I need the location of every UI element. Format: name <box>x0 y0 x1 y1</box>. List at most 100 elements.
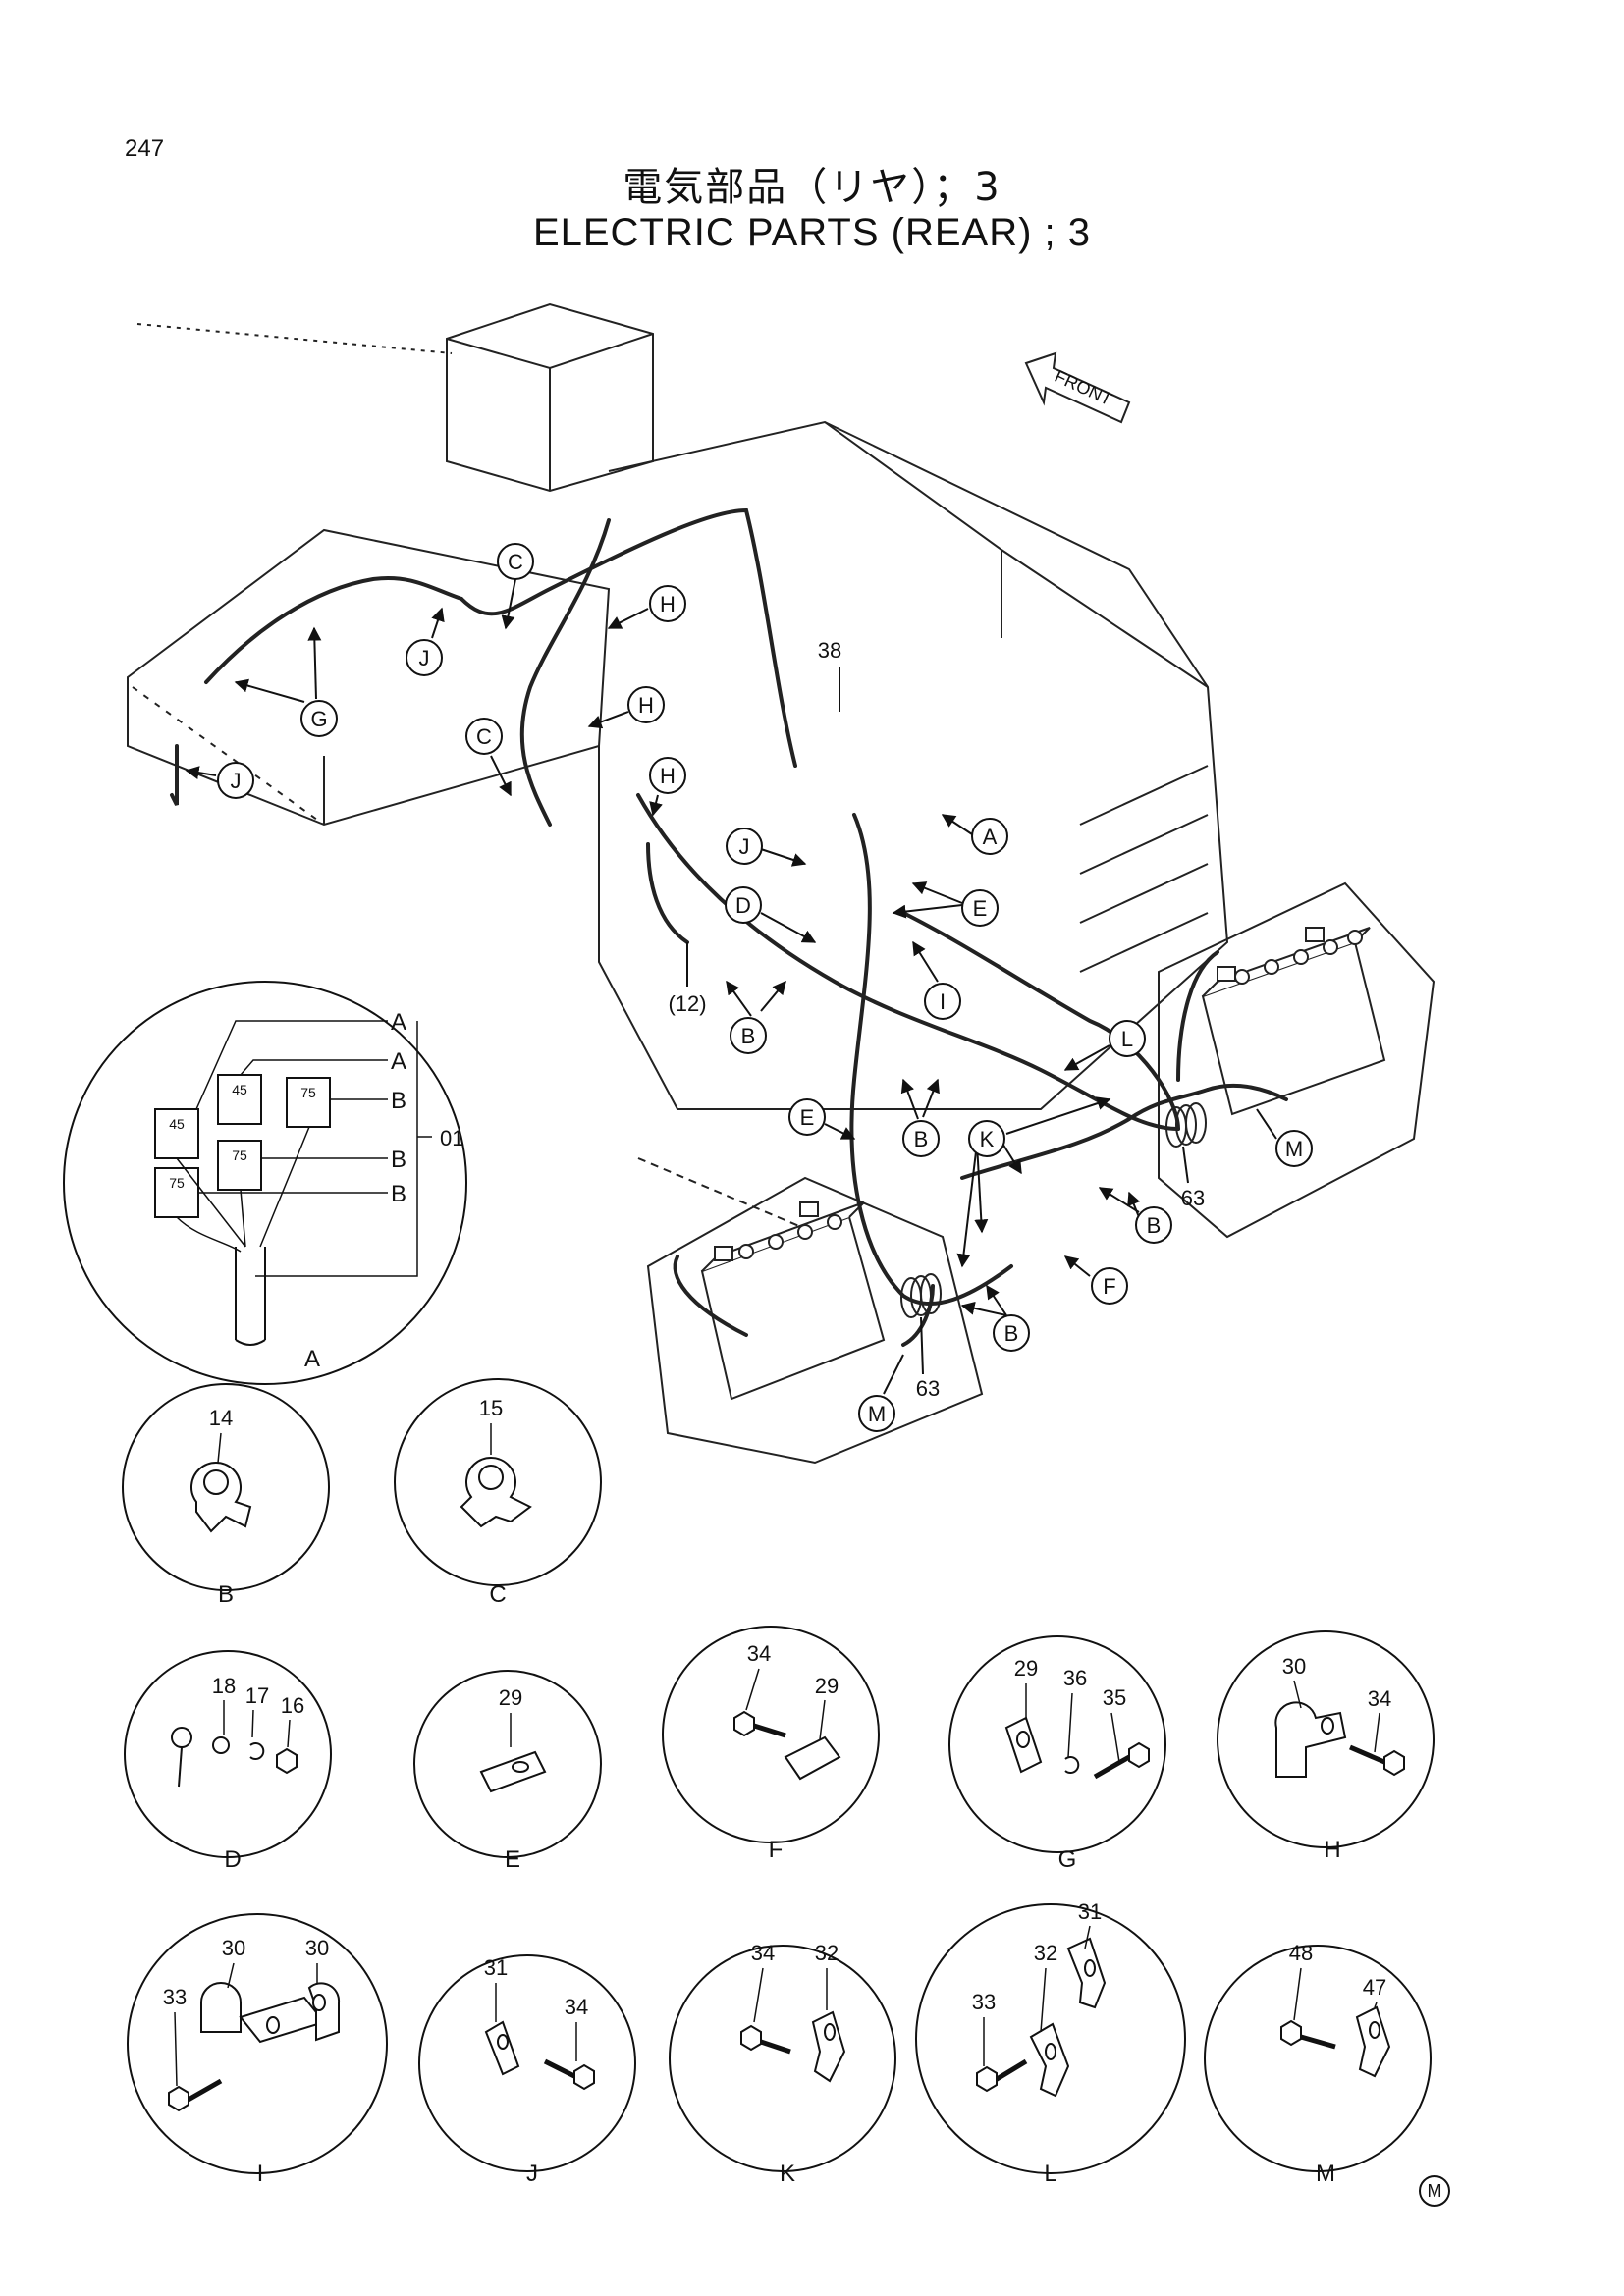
title-english: ELECTRIC PARTS (REAR) ; 3 <box>532 211 1092 254</box>
callout-letter: I <box>940 989 946 1014</box>
detail-d-part-18: 18 <box>212 1674 236 1698</box>
title-japanese: 電気部品（リヤ）；3 <box>623 165 1001 210</box>
callout-G: G <box>234 626 338 737</box>
detail-g-part-29: 29 <box>1014 1656 1038 1681</box>
callout-letter: K <box>980 1127 995 1151</box>
detail-f-label: F <box>769 1837 784 1863</box>
callout-D: D <box>725 886 817 943</box>
part-number-38: 38 <box>818 638 841 663</box>
main-callouts: C H J G J H C H A J E D I B L E B K B F … <box>185 543 1313 1432</box>
callout-letter: B <box>1004 1321 1019 1346</box>
callout-B-3: B <box>1098 1187 1172 1244</box>
detail-l-label: L <box>1044 2161 1056 2187</box>
detail-a-part-number: 01 <box>440 1126 463 1150</box>
relay-code: 75 <box>169 1175 185 1191</box>
detail-c-part-15: 15 <box>479 1396 503 1420</box>
callout-letter: F <box>1103 1274 1115 1299</box>
callout-J-2: J <box>185 762 254 799</box>
detail-m-part-48: 48 <box>1289 1941 1313 1965</box>
detail-b: 14 B <box>122 1383 330 1608</box>
battery-left <box>700 1201 886 1401</box>
footer-circled-mark: M <box>1419 2175 1450 2207</box>
callout-letter: J <box>231 769 242 793</box>
relay-code: 75 <box>232 1148 247 1163</box>
detail-h: 30 34 H <box>1217 1630 1435 1863</box>
detail-i: 30 30 33 I <box>127 1913 388 2187</box>
callout-H-3: H <box>649 757 686 817</box>
detail-l-part-31: 31 <box>1078 1899 1102 1924</box>
detail-c: 15 C <box>394 1378 602 1608</box>
callout-letter: C <box>508 550 523 574</box>
callout-A: A <box>941 814 1008 855</box>
detail-g: 29 36 35 G <box>948 1635 1166 1873</box>
detail-f-part-29: 29 <box>815 1674 839 1698</box>
detail-d: 18 17 16 D <box>124 1650 332 1873</box>
front-direction-arrow: FRONT <box>1024 351 1131 424</box>
part-number-12: (12) <box>668 991 706 1016</box>
page-number: 247 <box>125 135 165 162</box>
callout-letter: H <box>638 693 654 718</box>
detail-h-part-34: 34 <box>1368 1686 1391 1711</box>
callout-letter: H <box>660 764 676 788</box>
callout-M-2: M <box>858 1354 904 1432</box>
part-number-63-2: 63 <box>916 1376 940 1401</box>
detail-k: 34 32 K <box>669 1941 896 2187</box>
detail-k-part-32: 32 <box>815 1941 839 1965</box>
grommet-63-right <box>1165 1102 1207 1148</box>
callout-letter: C <box>476 724 492 749</box>
callout-J: J <box>406 607 445 676</box>
detail-k-part-34: 34 <box>751 1941 775 1965</box>
detail-b-label: B <box>218 1581 234 1608</box>
relay-code: 45 <box>232 1082 247 1097</box>
callout-K: K <box>956 1096 1111 1268</box>
detail-j-part-31: 31 <box>484 1955 508 1980</box>
callout-I: I <box>912 940 961 1020</box>
detail-d-part-16: 16 <box>281 1693 304 1718</box>
callout-letter: J <box>739 834 750 859</box>
part-number-63: 63 <box>1181 1186 1205 1210</box>
detail-m: 48 47 M <box>1204 1941 1432 2187</box>
callout-letter: B <box>1147 1213 1162 1238</box>
detail-l: 31 32 33 L <box>915 1899 1186 2187</box>
callout-letter: B <box>914 1127 929 1151</box>
detail-c-label: C <box>489 1581 506 1608</box>
callout-E: E <box>892 881 999 927</box>
relay-code: 75 <box>300 1085 316 1100</box>
detail-h-part-30: 30 <box>1282 1654 1306 1679</box>
callout-letter: M <box>868 1402 886 1426</box>
detail-l-part-33: 33 <box>972 1990 996 2014</box>
detail-a-leader-label: B <box>391 1147 406 1173</box>
callout-letter: A <box>983 825 998 849</box>
detail-m-label: M <box>1316 2161 1335 2187</box>
detail-f-part-34: 34 <box>747 1641 771 1666</box>
detail-a-leader-label: B <box>391 1181 406 1207</box>
callout-letter: E <box>973 896 988 921</box>
callout-letter: L <box>1121 1027 1133 1051</box>
detail-l-part-32: 32 <box>1034 1941 1057 1965</box>
callout-letter: M <box>1285 1137 1303 1161</box>
callout-J-3: J <box>726 828 807 867</box>
callout-C-2: C <box>465 718 512 797</box>
detail-f: 34 29 F <box>662 1626 880 1863</box>
callout-H: H <box>607 585 686 629</box>
detail-e-label: E <box>505 1846 520 1873</box>
callout-B-2: B <box>900 1078 940 1157</box>
detail-a: 45 45 75 75 75 A A B B B 01 A <box>63 981 467 1385</box>
callout-E-2: E <box>788 1098 856 1140</box>
detail-h-label: H <box>1324 1837 1340 1863</box>
grommet-63-left <box>900 1273 942 1318</box>
callout-letter: H <box>660 592 676 616</box>
detail-a-leader-label: A <box>391 1009 406 1036</box>
detail-i-part-30-2: 30 <box>305 1936 329 1960</box>
detail-g-part-35: 35 <box>1103 1685 1126 1710</box>
detail-j-part-34: 34 <box>565 1995 588 2019</box>
callout-C: C <box>497 543 534 630</box>
detail-a-leader-label: B <box>391 1088 406 1114</box>
detail-j: 31 34 J <box>418 1954 636 2187</box>
callout-letter: J <box>419 646 430 670</box>
detail-g-label: G <box>1058 1846 1077 1873</box>
detail-e-part-29: 29 <box>499 1685 522 1710</box>
callout-letter: E <box>800 1105 815 1130</box>
callout-F: F <box>1063 1255 1128 1305</box>
